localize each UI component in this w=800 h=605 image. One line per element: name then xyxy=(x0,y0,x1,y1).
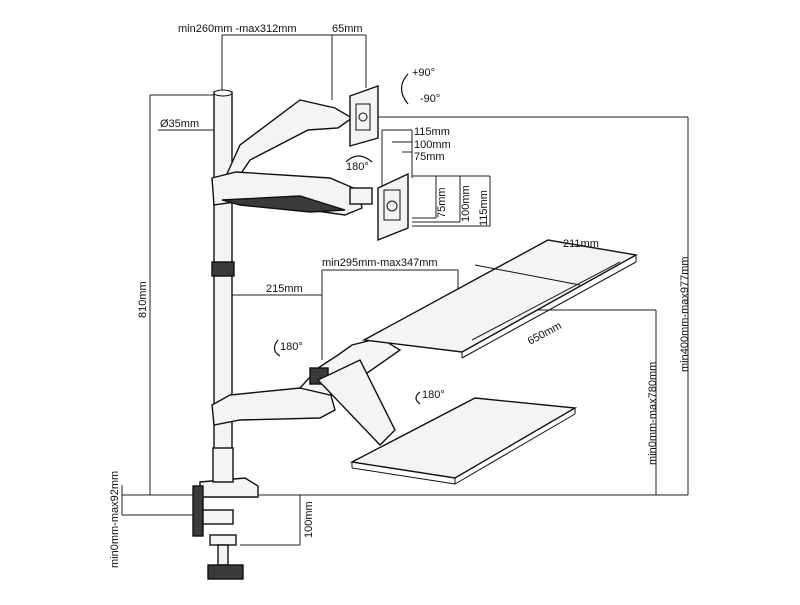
clamp-range-label: min0mm-max92mm xyxy=(109,471,121,568)
arm-rotation-label: 180° xyxy=(280,341,303,353)
rotation-labels: +90° -90° 180° 180° 180° xyxy=(280,67,445,401)
top-arm-range-label: min260mm -max312mm xyxy=(178,23,297,35)
tray-width-label: 650mm xyxy=(526,320,564,348)
screen-rotation-label: 180° xyxy=(346,161,369,173)
lower-tray-arm xyxy=(211,337,402,447)
tray-arm-range-label: min295mm-max347mm xyxy=(322,257,438,269)
vesa-75-side-label: 75mm xyxy=(436,187,448,218)
vesa-100-side-label: 100mm xyxy=(460,185,472,222)
vesa-100-top-label: 100mm xyxy=(414,139,451,151)
pole-diameter-label: Ø35mm xyxy=(160,118,199,130)
tilt-up-label: +90° xyxy=(412,67,435,79)
tray-height-label: min0mm-max780mm xyxy=(647,362,659,465)
vesa-offset-label: 65mm xyxy=(332,23,363,35)
keyboard-rotation-label: 180° xyxy=(422,389,445,401)
pole xyxy=(211,89,235,491)
vesa-dimension-lines xyxy=(381,129,491,227)
tilt-down-label: -90° xyxy=(420,93,440,105)
vesa-plate-front xyxy=(377,172,409,242)
vesa-115-top-label: 115mm xyxy=(414,126,450,138)
vesa-75-top-label: 75mm xyxy=(414,151,445,163)
keyboard-tray xyxy=(349,397,578,485)
tray-offset-label: 215mm xyxy=(266,283,303,295)
rotation-arrows xyxy=(273,73,421,405)
tray-width-dimension xyxy=(471,239,637,341)
pole-height-label: 810mm xyxy=(137,281,149,318)
desk-clamp xyxy=(192,447,259,580)
upper-monitor-arm xyxy=(211,99,373,216)
overall-height-label: min400mm-max977mm xyxy=(679,256,691,372)
clamp-depth-label: 100mm xyxy=(303,501,315,538)
tray-depth-label: 211mm xyxy=(563,238,599,250)
vesa-plate-tilted xyxy=(349,85,379,147)
vesa-115-side-label: 115mm xyxy=(478,190,490,226)
